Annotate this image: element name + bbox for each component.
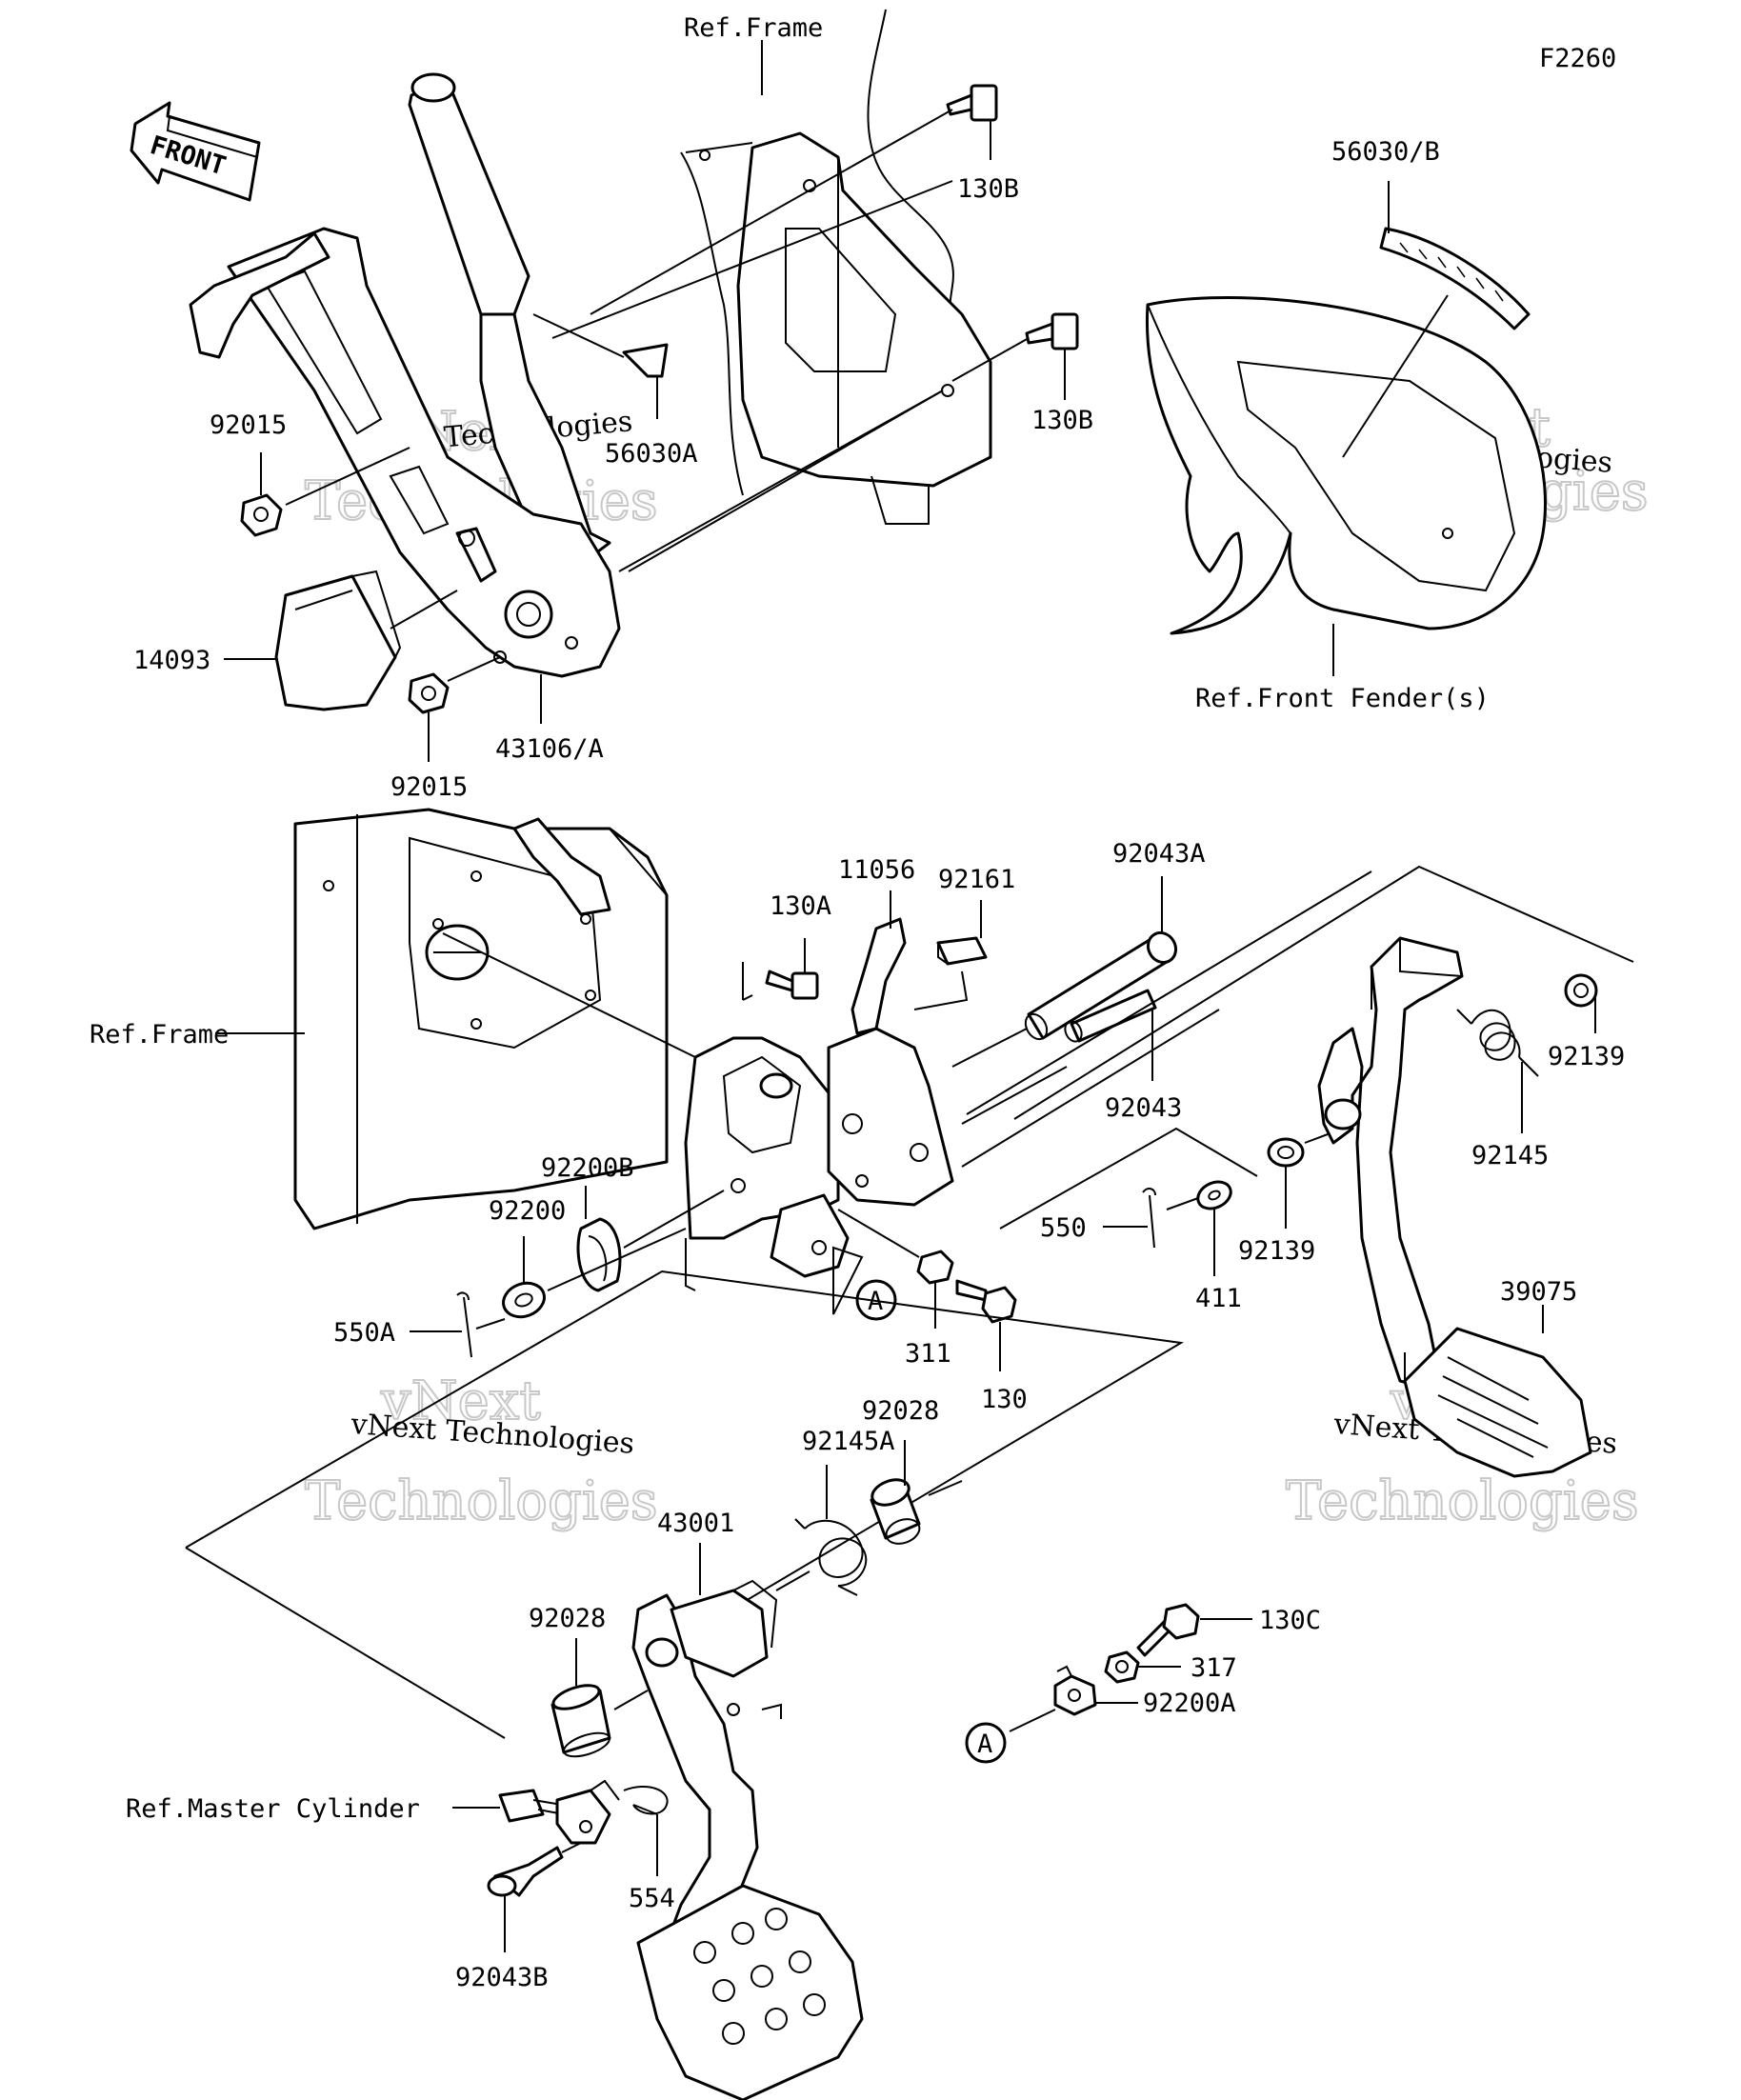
assembly-line — [966, 870, 1372, 1115]
label-92139-upper: 92139 — [1548, 1042, 1625, 1071]
diagram-id: F2260 — [1539, 44, 1616, 73]
assembly-line — [999, 1127, 1258, 1230]
washer-92200a — [1009, 1665, 1138, 1732]
label-92015-upper: 92015 — [210, 410, 287, 440]
label-92145: 92145 — [1471, 1141, 1549, 1170]
ref-frame-top-bracket — [680, 9, 992, 525]
label-130b-upper: 130B — [957, 174, 1019, 204]
watermark-technologies: Technologies — [305, 1470, 658, 1532]
assembly-line — [1013, 865, 1634, 1120]
label-ref-frame-top: Ref.Frame — [684, 13, 823, 43]
brake-pedal-pad — [636, 1884, 864, 2100]
label-130c: 130C — [1259, 1606, 1321, 1635]
bracket-11056 — [850, 890, 907, 1035]
label-92028-upper: 92028 — [862, 1396, 939, 1426]
label-92139-lower: 92139 — [1238, 1236, 1315, 1266]
bolt-130 — [955, 1279, 1017, 1371]
sticker-56030a — [532, 313, 669, 419]
accelerator-pedal-39075 — [1317, 936, 1592, 1478]
damper-92161 — [913, 900, 988, 1010]
watermark-bottom-left: vNext Technologies vNext Technologies — [304, 1370, 659, 1533]
bushing-92139-lower — [1267, 1128, 1344, 1229]
cotter-pin-550a — [410, 1291, 506, 1358]
bushing-92139-upper — [1564, 973, 1598, 1033]
nut-92015-lower — [408, 656, 501, 762]
label-92043a: 92043A — [1112, 839, 1206, 869]
spring-92145 — [1456, 1009, 1539, 1133]
nut-311 — [837, 1209, 954, 1329]
assembly-line — [442, 932, 696, 1058]
label-130b-lower: 130B — [1031, 406, 1093, 435]
reference-marker-a-lower: A — [965, 1722, 1007, 1764]
label-ref-master-cylinder: Ref.Master Cylinder — [126, 1794, 420, 1824]
ref-front-fender — [1145, 296, 1547, 676]
bolt-130c — [1136, 1603, 1252, 1657]
pin-92043b — [487, 1842, 582, 1952]
label-39075: 39075 — [1500, 1277, 1577, 1307]
nut-92015-upper — [240, 447, 410, 537]
pin-92043 — [961, 989, 1157, 1125]
marker-a-lower-label: A — [977, 1730, 992, 1759]
sticker-56030b — [1342, 181, 1531, 458]
watermark-vnext: vNext — [380, 1370, 541, 1432]
clip-554 — [623, 1786, 669, 1876]
switch-14093 — [224, 570, 458, 711]
label-56030a: 56030A — [605, 439, 698, 469]
bolt-130a — [765, 938, 819, 1000]
label-92200b: 92200B — [541, 1153, 634, 1183]
front-arrow-icon: FRONT — [130, 101, 261, 202]
label-550a: 550A — [333, 1318, 395, 1348]
label-554: 554 — [629, 1884, 675, 1913]
label-411: 411 — [1195, 1284, 1242, 1313]
watermark-technologies: Technologies — [1286, 1470, 1639, 1532]
label-92145a: 92145A — [802, 1427, 895, 1456]
label-43106a: 43106/A — [495, 734, 604, 764]
label-92200: 92200 — [489, 1196, 566, 1226]
cotter-pin-550 — [1103, 1188, 1156, 1249]
label-92028-lower: 92028 — [529, 1604, 606, 1633]
bushing-92028-upper — [870, 1440, 963, 1545]
label-130: 130 — [981, 1385, 1028, 1414]
ref-frame-left — [293, 808, 669, 1230]
label-92043: 92043 — [1105, 1093, 1182, 1123]
assembly-line — [551, 180, 953, 339]
label-92043b: 92043B — [455, 1963, 549, 1992]
label-ref-frame-left: Ref.Frame — [90, 1020, 229, 1050]
label-92200a: 92200A — [1143, 1689, 1236, 1718]
label-ref-front-fender: Ref.Front Fender(s) — [1195, 684, 1490, 713]
parking-brake-lever-43106a — [189, 72, 621, 678]
label-14093: 14093 — [133, 646, 210, 675]
label-550: 550 — [1040, 1213, 1087, 1243]
nut-317 — [1104, 1650, 1181, 1684]
assembly-line — [961, 1009, 1220, 1168]
label-130a: 130A — [770, 891, 831, 921]
label-311: 311 — [905, 1339, 951, 1369]
assembly-line-box — [185, 1547, 506, 1739]
washer-411 — [1166, 1180, 1232, 1276]
bushing-92028-lower — [550, 1638, 649, 1758]
washer-92200 — [502, 1228, 687, 1319]
pedal-bracket-assembly — [684, 962, 954, 1291]
spring-92145a — [775, 1465, 868, 1596]
pin-92043a — [951, 876, 1178, 1068]
ref-master-cylinder-clevis — [452, 1779, 620, 1845]
label-43001: 43001 — [657, 1509, 734, 1538]
bolt-130b-upper — [590, 84, 998, 315]
label-92015-lower: 92015 — [390, 772, 468, 802]
label-317: 317 — [1191, 1653, 1237, 1683]
assembly-line — [618, 390, 944, 572]
reference-marker-a-upper: A — [832, 1246, 897, 1321]
label-56030b: 56030/B — [1331, 137, 1440, 167]
label-92161: 92161 — [938, 865, 1015, 894]
label-11056: 11056 — [838, 855, 915, 885]
assembly-line-box — [185, 1270, 1184, 1649]
